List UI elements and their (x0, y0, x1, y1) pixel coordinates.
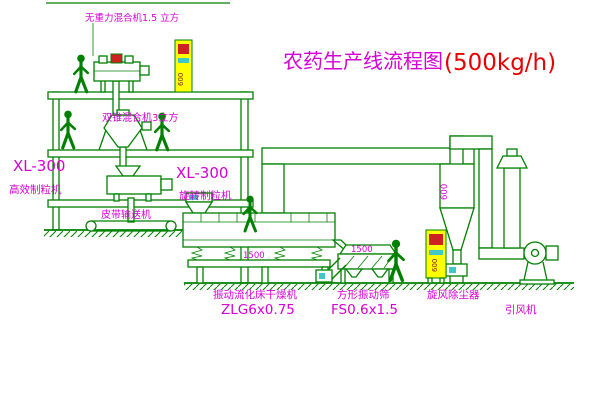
label-left-granulator-name: 高效制粒机 (9, 183, 62, 196)
control-cabinet-top: 600 (174, 39, 193, 93)
screen-dimension: 1500 (351, 245, 373, 255)
ground-terrace (44, 229, 184, 237)
cyclone-dimension: 600 (440, 184, 450, 200)
label-mid-granulator-name: 旋转制粒机 (179, 189, 232, 202)
exhaust-duct (261, 147, 475, 214)
label-screen-model: FS0.6x1.5 (331, 302, 398, 318)
control-cabinet-bottom: 600 (425, 229, 447, 284)
ground-main (184, 282, 574, 290)
cabinet-bottom-dimension: 600 (431, 259, 439, 272)
label-belt-conveyor: 皮带输送机 (101, 208, 151, 221)
label-top-mixer: 无重力混合机1.5 立方 (85, 12, 179, 24)
exhaust-stack (495, 148, 529, 249)
double-cone-mixer (98, 109, 152, 169)
label-dryer-model: ZLG6x0.75 (221, 302, 295, 318)
diagram-capacity: (500kg/h) (444, 50, 556, 76)
diagram-title: 农药生产线流程图 (283, 49, 443, 73)
granulator (106, 165, 173, 223)
person-figure (72, 53, 90, 94)
label-cone-mixer: 双锥混合机3立方 (102, 111, 178, 124)
cabinet-top-dimension: 600 (177, 73, 185, 86)
dryer-feed-hopper (184, 192, 214, 214)
belt-conveyor (85, 220, 177, 232)
person-figure (59, 109, 77, 150)
label-mid-granulator-model: XL-300 (176, 164, 228, 182)
label-dryer-name: 振动流化床干燥机 (213, 288, 297, 301)
exhaust-pipe (449, 135, 525, 260)
label-fan: 引风机 (505, 303, 537, 316)
induced-draft-fan (519, 241, 559, 285)
label-screen-name: 方形振动筛 (337, 288, 390, 301)
gravity-mixer (93, 53, 150, 116)
fluid-bed-dryer: 1500 (182, 212, 336, 284)
label-left-granulator-model: XL-300 (13, 157, 65, 175)
label-cyclone: 旋风除尘器 (427, 288, 480, 301)
cyclone-separator: 600 (439, 135, 475, 283)
dryer-dimension: 1500 (243, 251, 265, 261)
